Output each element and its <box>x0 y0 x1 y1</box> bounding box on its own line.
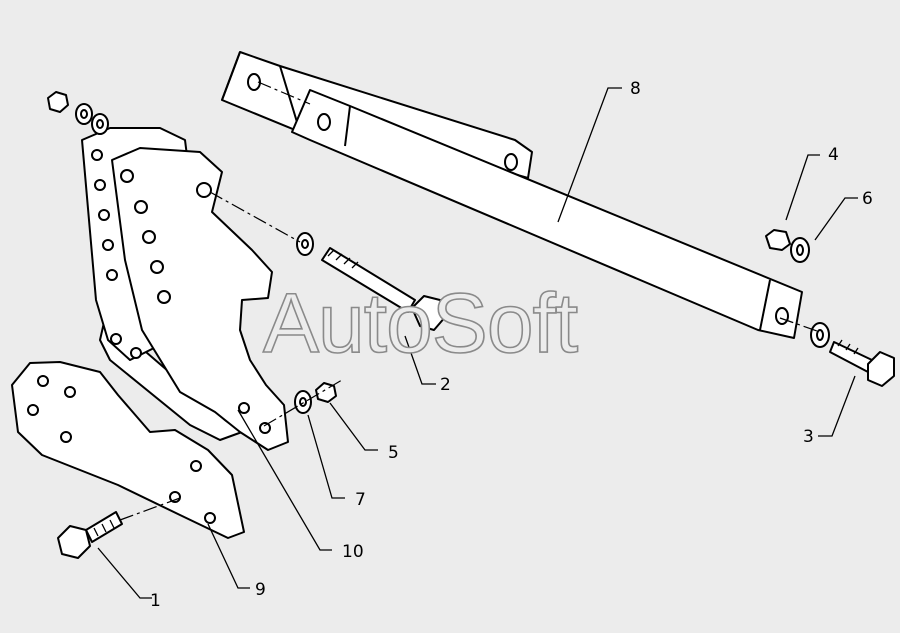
nut-washer-5-7 <box>294 382 337 414</box>
callout-10: 10 <box>342 542 364 562</box>
leader-lines <box>97 87 858 599</box>
autosoft-watermark: AutoSoft <box>263 276 578 370</box>
callout-8: 8 <box>630 79 641 99</box>
nut-washer-4-6 <box>765 229 810 263</box>
callout-2: 2 <box>440 375 451 395</box>
callout-6: 6 <box>862 189 873 209</box>
callout-3: 3 <box>803 427 814 447</box>
callout-1: 1 <box>150 591 161 611</box>
callout-labels: 8 4 6 2 3 5 7 10 9 1 <box>150 79 873 611</box>
callout-5: 5 <box>388 443 399 463</box>
strut-bar-8 <box>221 51 803 339</box>
center-lines <box>119 81 821 521</box>
bolt-1 <box>57 511 123 559</box>
callout-9: 9 <box>255 580 266 600</box>
callout-4: 4 <box>828 145 839 165</box>
bracket-plates-10 <box>81 127 289 451</box>
mounting-plate-9 <box>11 361 245 539</box>
bolt-3 <box>810 322 895 387</box>
callout-7: 7 <box>355 490 366 510</box>
bolt-2 <box>296 232 447 331</box>
nut-washer-top-left <box>47 91 109 135</box>
